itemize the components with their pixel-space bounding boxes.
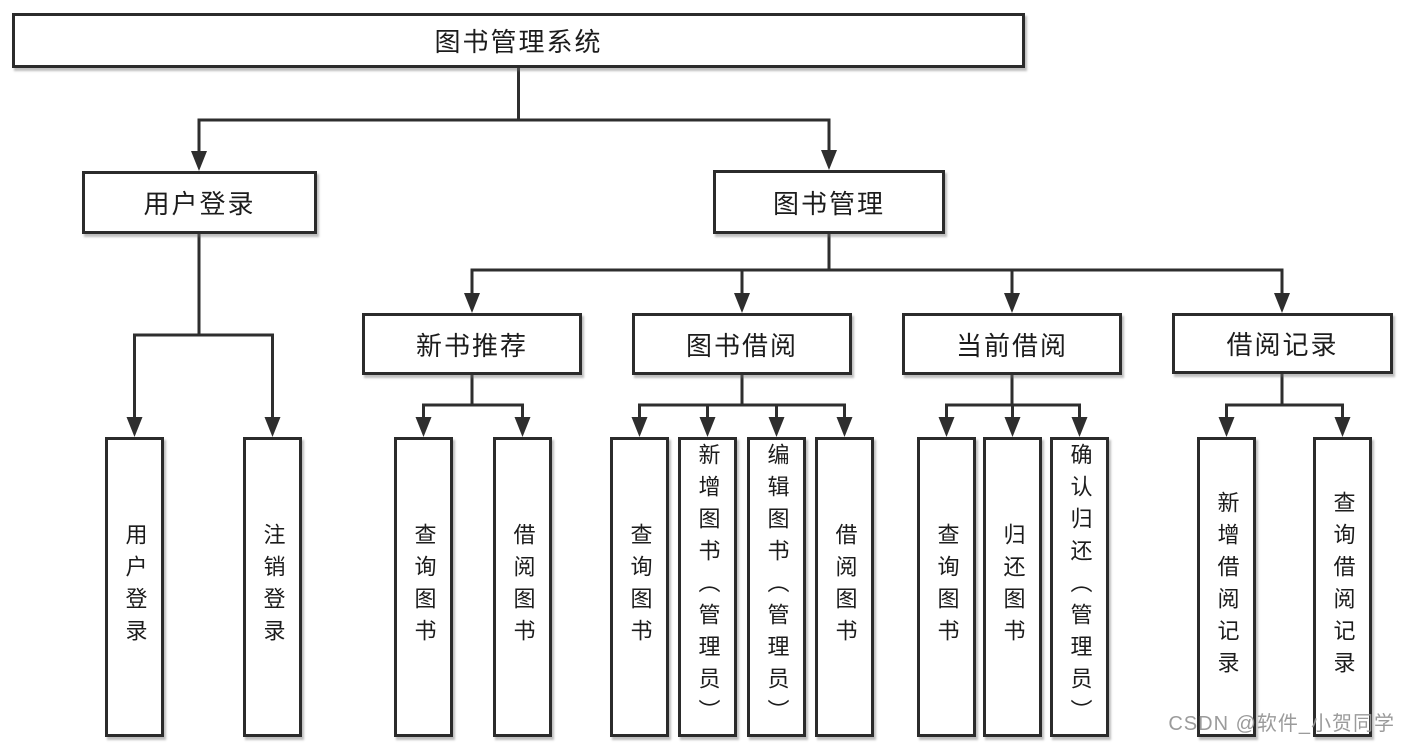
node-book-borrowing: 图书借阅 [632, 313, 852, 375]
node-label: 图书借阅 [685, 330, 798, 361]
node-label: 编辑图书（管理员） [764, 443, 790, 731]
node-label: 借阅图书 [832, 523, 858, 651]
node-label: 确认归还（管理员） [1067, 443, 1093, 731]
leaf-add-borrow-record: 新增借阅记录 [1197, 437, 1256, 737]
leaf-query-borrow-record: 查询借阅记录 [1313, 437, 1372, 737]
node-label: 图书管理 [772, 188, 885, 219]
leaf-edit-books-admin: 编辑图书（管理员） [747, 437, 806, 737]
node-label: 查询图书 [934, 523, 960, 651]
node-label: 注销登录 [260, 523, 286, 651]
node-label: 用户登录 [143, 189, 256, 219]
node-label: 新增借阅记录 [1214, 491, 1240, 683]
node-label: 借阅图书 [510, 523, 536, 651]
node-label: 新增图书（管理员） [695, 443, 721, 731]
node-user-login: 用户登录 [82, 171, 317, 234]
node-new-book-recommendation: 新书推荐 [362, 313, 582, 375]
node-current-borrowing: 当前借阅 [902, 313, 1122, 375]
leaf-confirm-return-admin: 确认归还（管理员） [1050, 437, 1109, 737]
arrowheads [126, 150, 1351, 437]
leaf-current-query-books: 查询图书 [917, 437, 976, 737]
node-library-management-system: 图书管理系统 [12, 13, 1025, 68]
node-label: 查询借阅记录 [1330, 491, 1356, 683]
node-label: 借阅记录 [1226, 330, 1339, 360]
node-label: 新书推荐 [415, 330, 528, 361]
node-label: 当前借阅 [955, 330, 1068, 361]
node-label: 查询图书 [627, 523, 653, 651]
leaf-recommend-borrow-books: 借阅图书 [493, 437, 552, 737]
connector-shafts [133, 68, 1344, 424]
node-borrowing-records: 借阅记录 [1172, 313, 1393, 374]
leaf-logout: 注销登录 [243, 437, 302, 737]
leaf-borrowing-query-books: 查询图书 [610, 437, 669, 737]
node-label: 图书管理系统 [434, 27, 603, 57]
csdn-watermark: CSDN @软件_小贺同学 [1168, 713, 1395, 735]
node-label: 查询图书 [411, 523, 437, 651]
node-label: 归还图书 [1000, 523, 1026, 651]
node-label: 用户登录 [122, 523, 148, 651]
leaf-user-login: 用户登录 [105, 437, 164, 737]
leaf-add-books-admin: 新增图书（管理员） [678, 437, 737, 737]
leaf-recommend-query-books: 查询图书 [394, 437, 453, 737]
leaf-borrowing-borrow-books: 借阅图书 [815, 437, 874, 737]
node-book-management: 图书管理 [713, 170, 945, 234]
leaf-return-books: 归还图书 [983, 437, 1042, 737]
